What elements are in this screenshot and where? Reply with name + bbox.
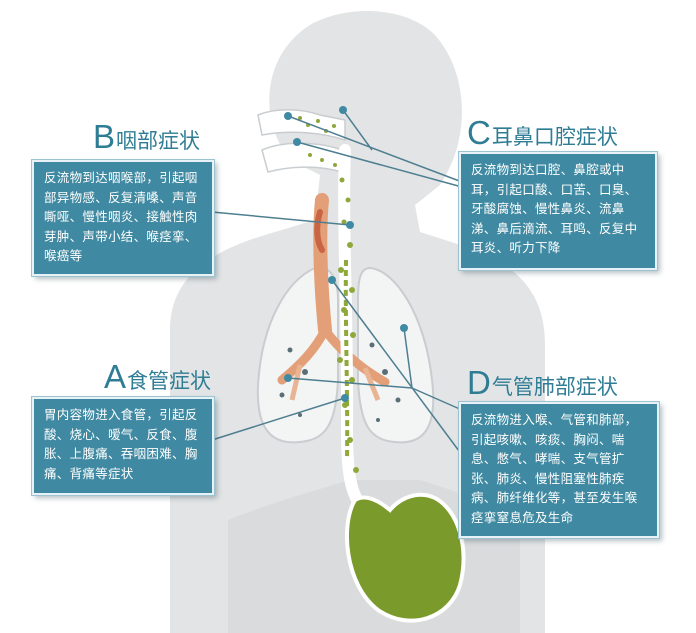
leader-dots <box>284 106 408 402</box>
stomach <box>344 492 466 623</box>
section-b-heading: B 咽部症状 <box>93 120 200 153</box>
section-d-letter: D <box>467 364 491 401</box>
section-d-heading: D 气管肺部症状 <box>467 366 618 399</box>
section-b-text: 反流物到达咽喉部，引起咽部异物感、反复清嗓、声音嘶哑、慢性咽炎、接触性肉芽肿、声… <box>44 170 198 263</box>
esophagus-reflux <box>343 259 350 461</box>
section-c-title: 耳鼻口腔症状 <box>491 125 618 149</box>
section-d-title: 气管肺部症状 <box>491 375 618 399</box>
section-b-letter: B <box>93 118 116 155</box>
section-b-box: 反流物到达咽喉部，引起咽部异物感、反复清嗓、声音嘶哑、慢性咽炎、接触性肉芽肿、声… <box>32 160 214 276</box>
section-c-text: 反流物到达口腔、鼻腔或中耳，引起口酸、口苦、口臭、牙酸腐蚀、慢性鼻炎、流鼻涕、鼻… <box>471 162 638 255</box>
section-d-box: 反流物进入喉、气管和肺部，引起咳嗽、咳痰、胸闷、喘息、憋气、哮喘、支气管扩张、肺… <box>459 402 659 538</box>
section-a-letter: A <box>104 358 127 395</box>
section-a-box: 胃内容物进入食管，引起反酸、烧心、嗳气、反食、腹胀、上腹痛、吞咽困难、胸痛、背痛… <box>32 397 214 495</box>
section-d-text: 反流物进入喉、气管和肺部，引起咳嗽、咳痰、胸闷、喘息、憋气、哮喘、支气管扩张、肺… <box>471 412 638 525</box>
section-b-title: 咽部症状 <box>116 129 201 153</box>
section-a-title: 食管症状 <box>127 369 212 393</box>
leader-lines <box>211 109 463 456</box>
section-c-box: 反流物到达口腔、鼻腔或中耳，引起口酸、口苦、口臭、牙酸腐蚀、慢性鼻炎、流鼻涕、鼻… <box>459 152 657 270</box>
section-a-heading: A 食管症状 <box>104 360 211 393</box>
section-c-letter: C <box>467 114 491 151</box>
section-a-text: 胃内容物进入食管，引起反酸、烧心、嗳气、反食、腹胀、上腹痛、吞咽困难、胸痛、背痛… <box>44 407 198 481</box>
section-c-heading: C 耳鼻口腔症状 <box>467 116 618 149</box>
lung-particles <box>279 342 401 422</box>
